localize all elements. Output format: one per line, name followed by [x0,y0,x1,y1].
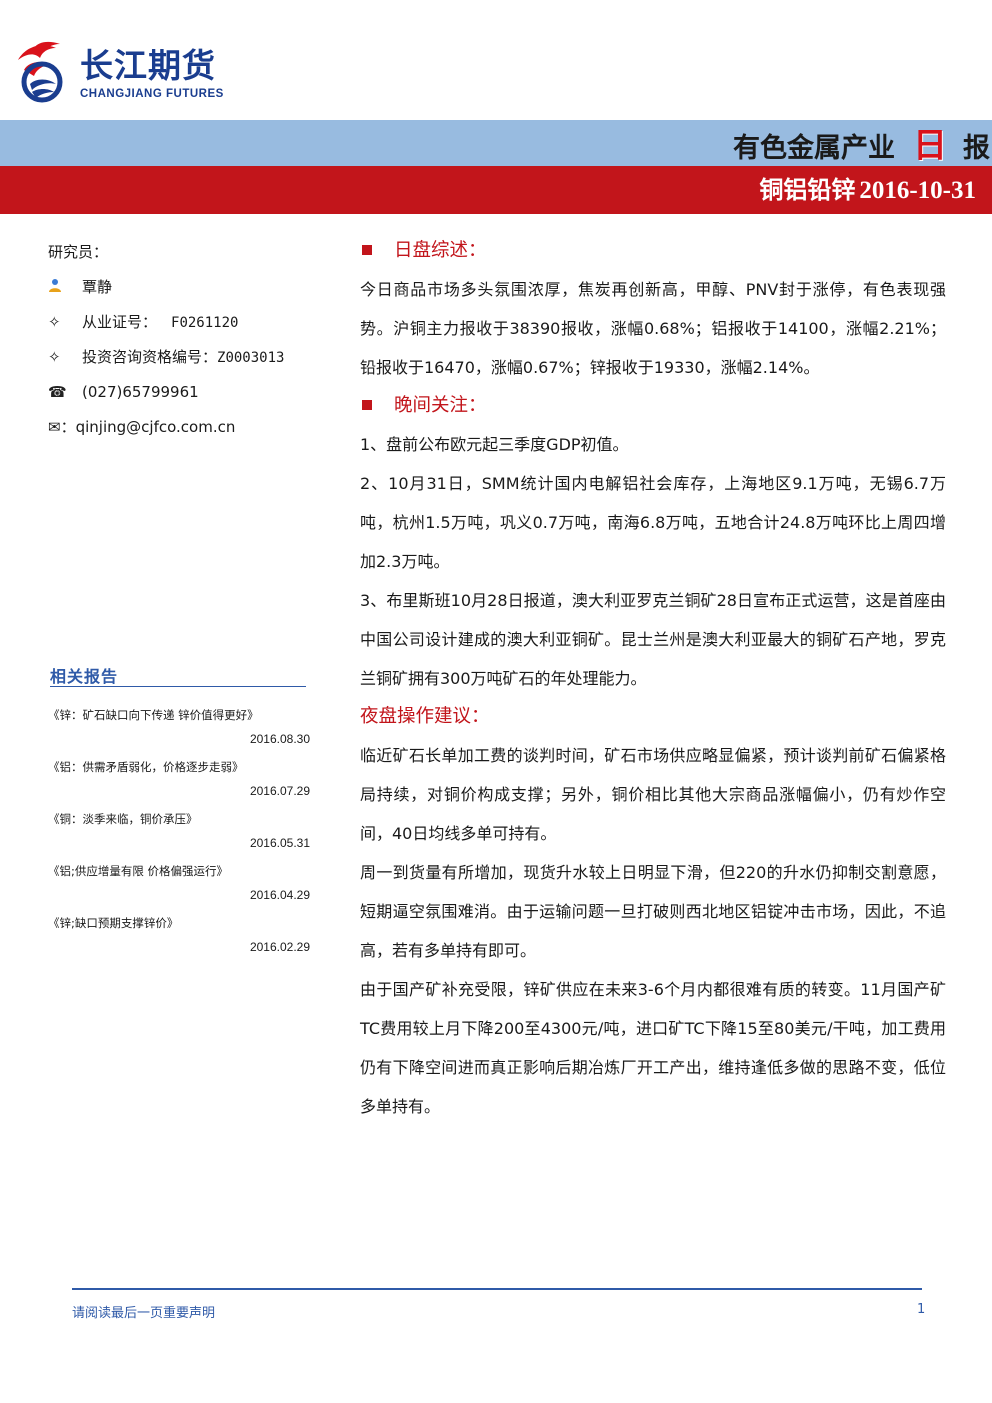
email-icon: ✉ [48,418,61,436]
related-report-date: 2016.08.30 [249,732,310,746]
company-name-en: CHANGJIANG FUTURES [80,88,224,100]
phone-icon: ☎ [48,383,67,401]
related-report-item[interactable]: 《锌;缺口预期支撑锌价》 2016.02.29 [48,912,310,964]
related-reports-list: 《锌：矿石缺口向下传递 锌价值得更好》 2016.08.30 《铝：供需矛盾弱化… [48,704,310,964]
section-day-text: 今日商品市场多头氛围浓厚，焦炭再创新高，甲醇、PNV封于涨停，有色表现强势。沪铜… [360,280,946,377]
night-item-2: 2、10月31日，SMM统计国内电解铝社会库存，上海地区9.1万吨，无锡6.7万… [360,474,946,571]
related-report-item[interactable]: 《铝：供需矛盾弱化，价格逐步走弱》 2016.07.29 [48,756,310,808]
cert-label: 从业证号： [82,313,158,331]
report-title: 有色金属产业日报 [733,126,990,166]
square-bullet-icon [362,244,372,255]
report-title-main: 有色金属产业 [733,133,895,164]
diamond-bullet-icon: ✧ [48,313,61,331]
related-report-title: 《锌：矿石缺口向下传递 锌价值得更好》 [48,708,259,722]
related-report-item[interactable]: 《锌：矿石缺口向下传递 锌价值得更好》 2016.08.30 [48,704,310,756]
footer-disclaimer: 请阅读最后一页重要声明 [72,1306,216,1321]
changjiang-logo-icon [18,41,63,103]
section-day-heading: 日盘综述： [360,232,946,270]
cert-row: ✧ 从业证号： F0261120 [48,308,310,343]
related-report-title: 《锌;缺口预期支撑锌价》 [48,916,179,930]
analyst-phone: (027)65799961 [82,383,199,401]
report-body: 日盘综述： 今日商品市场多头氛围浓厚，焦炭再创新高，甲醇、PNV封于涨停，有色表… [360,232,946,1126]
section-night-heading: 晚间关注： [360,387,946,425]
analyst-email[interactable]: qinjing@cjfco.com.cn [75,418,236,436]
report-title-bao: 报 [963,133,990,164]
related-report-title: 《铝;供应增量有限 价格偏强运行》 [48,864,229,878]
section-day-title: 日盘综述： [394,240,487,261]
company-name-cn: 长江期货 [80,46,216,85]
section-advice-title: 夜盘操作建议： [360,706,490,727]
related-reports-title: 相关报告 [50,667,119,686]
advice-zinc: 由于国产矿补充受限，锌矿供应在未来3-6个月内都很难有质的转变。11月国产矿TC… [360,980,946,1116]
related-report-date: 2016.07.29 [249,784,310,798]
advisory-label: 投资咨询资格编号： [82,348,218,366]
related-reports-divider [50,686,306,687]
page-number: 1 [917,1302,926,1317]
related-report-date: 2016.05.31 [249,836,310,850]
advice-copper: 临近矿石长单加工费的谈判时间，矿石市场供应略显偏紧，预计谈判前矿石偏紧格局持续，… [360,746,946,843]
advisory-number: Z0003013 [217,350,285,366]
cert-number: F0261120 [171,315,239,331]
related-report-date: 2016.04.29 [249,888,310,902]
diamond-bullet-icon: ✧ [48,348,61,366]
square-bullet-icon [362,399,372,410]
advice-aluminum: 周一到货量有所增加，现货升水较上日明显下滑，但220的升水仍抑制交割意愿，短期逼… [360,863,946,960]
analyst-name: 覃静 [82,278,113,296]
analyst-name-row: 覃静 [48,273,310,308]
header-band-blue [0,120,992,166]
advisory-row: ✧ 投资咨询资格编号：Z0003013 [48,343,310,378]
phone-row: ☎ (027)65799961 [48,378,310,413]
analyst-info: 研究员： 覃静 ✧ 从业证号： F0261120 ✧ 投资咨询资格编号：Z000301… [48,238,310,448]
night-item-3: 3、布里斯班10月28日报道，澳大利亚罗克兰铜矿28日宣布正式运营，这是首座由中… [360,591,946,688]
person-icon [48,273,82,301]
section-advice-heading: 夜盘操作建议： [360,698,946,736]
report-title-ri: 日 [913,126,947,166]
related-report-title: 《铜：淡季来临，铜价承压》 [48,812,198,826]
company-logo: 长江期货 CHANGJIANG FUTURES [12,40,252,104]
header-band-red [0,166,992,214]
report-metals: 铜铝铅锌 [759,176,856,204]
email-row: ✉：qinjing@cjfco.com.cn [48,418,236,436]
related-report-item[interactable]: 《铝;供应增量有限 价格偏强运行》 2016.04.29 [48,860,310,912]
analyst-label-row: 研究员： [48,238,310,273]
footer-divider [72,1288,922,1290]
night-item-1: 1、盘前公布欧元起三季度GDP初值。 [360,435,629,454]
report-date: 2016-10-31 [859,177,976,204]
section-night-title: 晚间关注： [394,395,487,416]
related-report-date: 2016.02.29 [249,940,310,954]
related-report-title: 《铝：供需矛盾弱化，价格逐步走弱》 [48,760,244,774]
related-report-item[interactable]: 《铜：淡季来临，铜价承压》 2016.05.31 [48,808,310,860]
analyst-label: 研究员： [48,243,109,261]
